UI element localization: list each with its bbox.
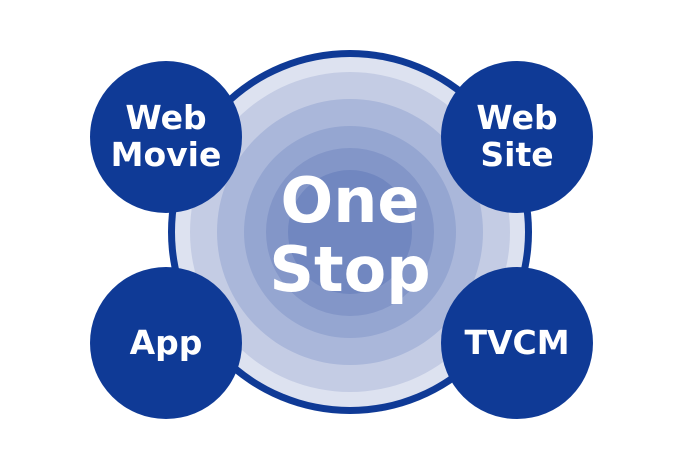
center-line-1: One xyxy=(280,163,420,237)
node-label: Web xyxy=(476,98,558,138)
center-line-2: Stop xyxy=(269,233,431,306)
node-app-circle xyxy=(90,267,242,419)
node-tvcm-circle xyxy=(441,267,593,419)
node-label: TVCM xyxy=(464,322,570,362)
node-tvcm: TVCM xyxy=(442,268,592,418)
node-web-site-circle xyxy=(441,61,593,213)
node-label: Site xyxy=(480,135,554,174)
node-app: App xyxy=(91,268,241,418)
node-label: Movie xyxy=(110,135,222,174)
node-label: App xyxy=(129,322,203,362)
node-label: Web xyxy=(125,98,207,138)
node-web-movie-circle xyxy=(90,61,242,213)
ring-6 xyxy=(288,170,412,294)
